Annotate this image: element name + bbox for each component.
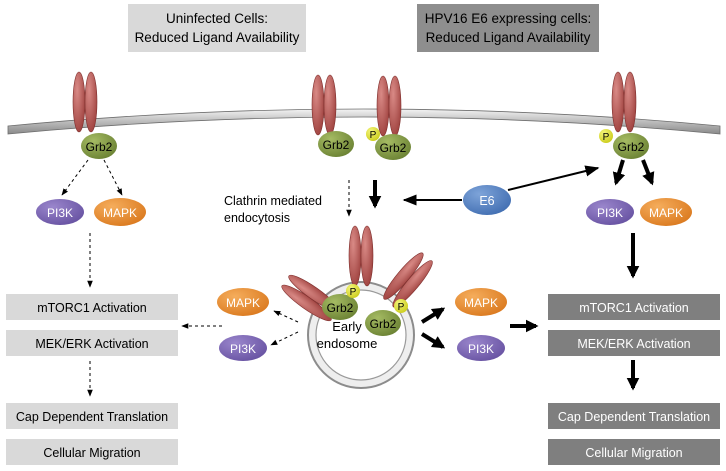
pi3k-right-label: PI3K [597,206,623,220]
pi3k-right: PI3K [586,199,634,225]
header-uninfected: Uninfected Cells: Reduced Ligand Availab… [128,4,306,52]
svg-text:Cap Dependent Translation: Cap Dependent Translation [16,410,168,424]
header-uninfected-line1: Uninfected Cells: [166,11,268,26]
receptor-center-2 [376,75,402,137]
grb2-left: Grb2 [81,133,117,159]
e6-protein: E6 [463,185,511,215]
plasma-membrane [7,108,721,135]
phospho-right-label: P [603,132,610,143]
grb2-center-1-label: Grb2 [323,138,350,152]
phospho-endosome-1-label: P [350,287,357,298]
svg-text:Cellular Migration: Cellular Migration [43,446,140,460]
right-box-migration: Cellular Migration [548,439,720,465]
endosome-receptor-right [383,252,433,308]
header-hpv16-line1: HPV16 E6 expressing cells: [425,11,592,26]
phospho-center-label: P [370,130,377,141]
arrow-left-grb2-pi3k [61,159,89,196]
receptor-right [611,71,637,133]
arrow-right-grb2-pi3k [612,159,626,186]
right-box-mek-erk: MEK/ERK Activation [548,330,720,356]
arrow-endosome-to-pi3k-right [420,332,446,349]
e6-label: E6 [479,194,494,208]
pi3k-center-left-label: PI3K [230,342,256,356]
svg-text:Cellular Migration: Cellular Migration [585,446,682,460]
svg-text:MEK/ERK Activation: MEK/ERK Activation [35,337,148,351]
phospho-endosome-2-label: P [398,302,405,313]
arrow-endosome-to-pi3k-left [270,331,299,346]
grb2-endosome-1: Grb2 [322,294,358,320]
arrow-e6-to-receptor [507,165,600,191]
phospho-endosome-1: P [346,284,360,298]
grb2-left-label: Grb2 [86,140,113,154]
endocytosis-label-line2: endocytosis [224,211,290,225]
pi3k-left: PI3K [36,199,84,225]
arrow-endosome-to-mapk-right [420,307,446,324]
mapk-center-left-label: MAPK [226,296,260,310]
receptor-center-1 [311,74,337,136]
arrow-left-grb2-mapk [103,159,123,196]
header-hpv16: HPV16 E6 expressing cells: Reduced Ligan… [417,4,599,52]
mapk-center-right-label: MAPK [464,296,498,310]
svg-text:MEK/ERK Activation: MEK/ERK Activation [577,337,690,351]
mapk-right-label: MAPK [649,206,683,220]
pi3k-left-label: PI3K [47,206,73,220]
grb2-center-1: Grb2 [318,131,354,157]
grb2-center-2: Grb2 [375,134,411,160]
phospho-center: P [366,127,380,141]
mapk-left: MAPK [94,198,146,226]
endosome-label-line1: Early [332,319,362,334]
grb2-center-2-label: Grb2 [380,141,407,155]
pi3k-center-right-label: PI3K [468,342,494,356]
receptor-left [72,71,98,133]
phospho-right: P [599,129,613,143]
mapk-center-left: MAPK [217,288,269,316]
right-box-mtorc1: mTORC1 Activation [548,294,720,320]
left-box-mtorc1: mTORC1 Activation [6,294,178,320]
right-box-cap-translation: Cap Dependent Translation [548,403,720,429]
svg-text:mTORC1 Activation: mTORC1 Activation [579,301,689,315]
left-box-mek-erk: MEK/ERK Activation [6,330,178,356]
svg-text:Cap Dependent Translation: Cap Dependent Translation [558,410,710,424]
grb2-right-label: Grb2 [618,140,645,154]
grb2-endosome-2-label: Grb2 [370,317,397,331]
phospho-endosome-2: P [394,299,408,313]
mapk-right: MAPK [640,198,692,226]
left-box-cap-translation: Cap Dependent Translation [6,403,178,429]
endosome-receptor-top [348,225,374,287]
grb2-right: Grb2 [613,133,649,159]
header-hpv16-line2: Reduced Ligand Availability [426,30,591,45]
left-box-migration: Cellular Migration [6,439,178,465]
arrow-endosome-to-mapk-left [273,310,299,323]
arrow-right-grb2-mapk [641,159,655,186]
grb2-endosome-2: Grb2 [365,310,401,336]
mapk-left-label: MAPK [103,206,137,220]
svg-text:mTORC1 Activation: mTORC1 Activation [37,301,147,315]
pi3k-center-left: PI3K [219,335,267,361]
endocytosis-label-line1: Clathrin mediated [224,194,322,208]
pi3k-center-right: PI3K [457,335,505,361]
header-uninfected-line2: Reduced Ligand Availability [135,30,300,45]
grb2-endosome-1-label: Grb2 [327,301,354,315]
endosome-label-line2: endosome [317,336,378,351]
mapk-center-right: MAPK [455,288,507,316]
